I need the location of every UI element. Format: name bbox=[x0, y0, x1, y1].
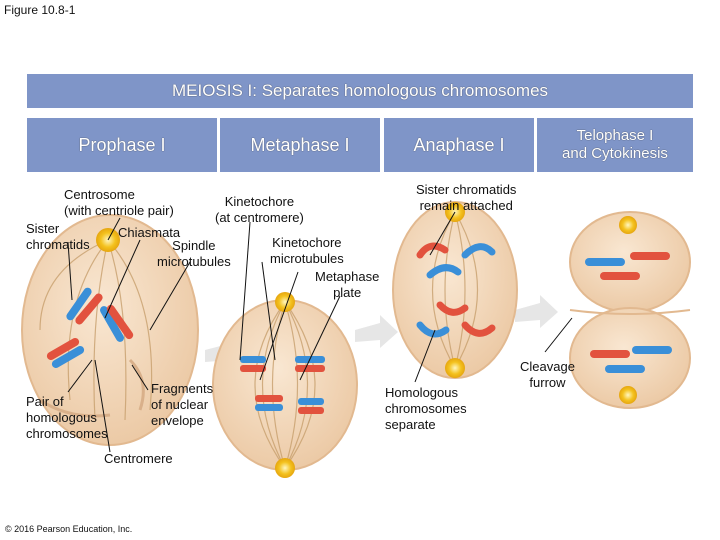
phase-prophase-header: Prophase I bbox=[27, 118, 217, 172]
centrosome-icon bbox=[619, 216, 637, 234]
label-sister-chromatids: Sister chromatids bbox=[26, 221, 90, 252]
arrow-anaphase-telophase bbox=[515, 295, 558, 328]
label-pair-of-homologous: Pair of homologous chromosomes bbox=[26, 394, 108, 441]
label-metaphase-plate: Metaphase plate bbox=[315, 269, 380, 300]
cleavage-furrow-line bbox=[569, 309, 691, 315]
meiosis-banner: MEIOSIS I: Separates homologous chromoso… bbox=[27, 74, 693, 108]
metaphase-cell bbox=[212, 292, 358, 478]
centrosome-icon bbox=[275, 458, 295, 478]
anaphase-cell bbox=[392, 201, 518, 379]
centrosome-icon bbox=[619, 386, 637, 404]
chromosome-blue bbox=[66, 287, 92, 321]
telophase-cell bbox=[569, 211, 691, 409]
leader-lines bbox=[67, 211, 573, 453]
label-homologous-separate: Homologous chromosomes separate bbox=[385, 385, 467, 432]
centrosome-icon bbox=[445, 358, 465, 378]
label-sister-chromatids-attached: Sister chromatids remain attached bbox=[416, 182, 517, 213]
label-spindle: Spindle microtubules bbox=[157, 238, 231, 269]
phase-metaphase-header: Metaphase I bbox=[220, 118, 380, 172]
chromosome-red bbox=[75, 293, 103, 325]
nuclear-envelope-fragment bbox=[39, 398, 111, 418]
label-fragments-nuclear-envelope: Fragments of nuclear envelope bbox=[151, 381, 214, 428]
label-cleavage-furrow: Cleavage furrow bbox=[520, 359, 575, 390]
phase-telophase-header: Telophase I and Cytokinesis bbox=[537, 118, 693, 172]
label-kinetochore: Kinetochore (at centromere) bbox=[215, 194, 304, 225]
centrosome-icon bbox=[275, 292, 295, 312]
label-centromere: Centromere bbox=[104, 451, 173, 466]
label-chiasmata: Chiasmata bbox=[118, 225, 181, 240]
phase-anaphase-header: Anaphase I bbox=[384, 118, 534, 172]
label-centrosome: Centrosome (with centriole pair) bbox=[64, 187, 174, 218]
figure-label: Figure 10.8-1 bbox=[4, 3, 76, 17]
copyright-notice: © 2016 Pearson Education, Inc. bbox=[5, 524, 133, 534]
label-kinetochore-microtubules: Kinetochore microtubules bbox=[270, 235, 344, 266]
arrow-metaphase-anaphase bbox=[355, 315, 398, 348]
